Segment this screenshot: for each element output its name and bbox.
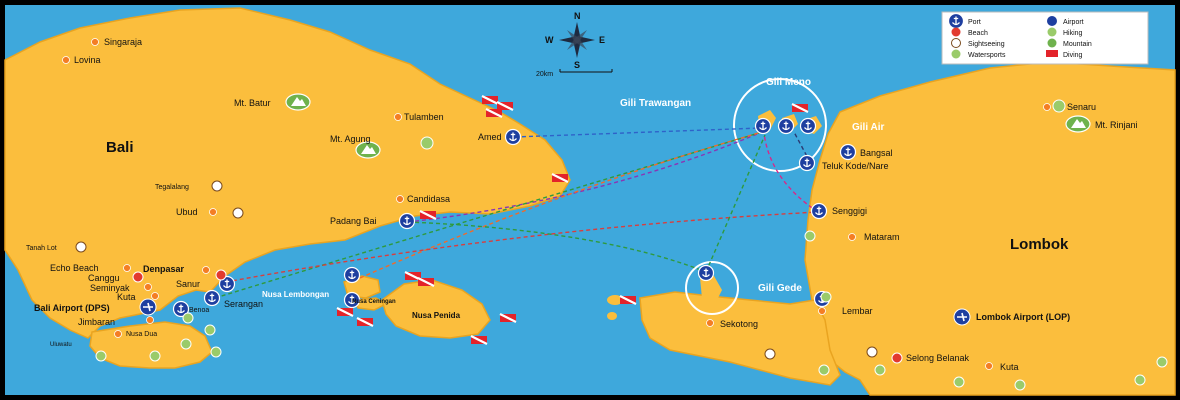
label-padang-bai: Padang Bai [330, 216, 377, 226]
legend-box [941, 11, 1149, 65]
route-padang-giligede [407, 221, 707, 273]
gili-highlight-circle [733, 78, 827, 172]
watersports-icon [95, 230, 1168, 391]
label-kuta-bali: Kuta [117, 292, 136, 302]
mountain-icon [285, 93, 311, 111]
label-candidasa: Candidasa [407, 194, 450, 204]
label-kuta-lombok: Kuta [1000, 362, 1019, 372]
label-benoa: Benoa [189, 307, 209, 314]
label-sekotong: Sekotong [720, 319, 758, 329]
compass-e: E [599, 35, 605, 45]
legend-hiking-icon [1047, 27, 1057, 37]
route-amed-gili [514, 127, 761, 138]
gili-gede-island [700, 276, 722, 302]
route-sanur-senggigi [225, 211, 819, 283]
compass-rose: N S E W [545, 11, 605, 70]
label-nusa-dua: Nusa Dua [126, 331, 157, 338]
legend-airport-icon [1047, 16, 1057, 26]
label-lovina: Lovina [74, 55, 101, 65]
route-lembongan-gili [359, 131, 763, 279]
legend-hiking: Hiking [1063, 30, 1083, 37]
label-singaraja: Singaraja [104, 37, 142, 47]
scale-bar [559, 69, 613, 73]
label-selong-belanak: Selong Belanak [906, 353, 970, 363]
legend-watersports-icon [951, 49, 961, 59]
legend-port: Port [968, 19, 981, 26]
route-serangan-gili [214, 131, 763, 299]
legend-airport: Airport [1063, 19, 1084, 26]
hiking-icon [420, 99, 1066, 150]
nusa-ceningan-island [355, 297, 388, 311]
label-canggu: Canggu [88, 273, 120, 283]
label-ubud: Ubud [176, 207, 198, 217]
gili-gede-label: Gili Gede [758, 283, 802, 294]
label-mt-batur: Mt. Batur [234, 98, 271, 108]
legend-beach-icon [951, 27, 961, 37]
label-echo-beach: Echo Beach [50, 263, 99, 273]
lombok-island [804, 61, 1176, 396]
camera-icon [75, 180, 878, 360]
plane-icon [953, 308, 971, 326]
label-senggigi: Senggigi [832, 206, 867, 216]
legend-sightseeing: Sightseeing [968, 41, 1005, 48]
compass-w: W [545, 35, 554, 45]
label-uluwatu: Uluwatu [50, 342, 72, 348]
gili-air-label: Gili Air [852, 122, 885, 133]
label-tulamben: Tulamben [404, 112, 444, 122]
label-seminyak: Seminyak [90, 283, 130, 293]
route-padang-gili [407, 131, 763, 223]
ferry-routes [214, 127, 819, 299]
legend-mountain-icon [1047, 38, 1057, 48]
islet [607, 312, 617, 320]
bukit-peninsula [89, 321, 213, 369]
label-jimbaran: Jimbaran [78, 317, 115, 327]
beach-icon [132, 269, 903, 364]
label-mt-rinjani: Mt. Rinjani [1095, 120, 1138, 130]
label-tanah-lot: Tanah Lot [26, 245, 57, 252]
label-senaru: Senaru [1067, 102, 1096, 112]
compass-n: N [574, 11, 581, 21]
legend-beach: Beach [968, 30, 988, 37]
legend-watersports: Watersports [968, 52, 1006, 59]
mountain-icon [355, 141, 381, 159]
route-senggigi-gili [763, 132, 819, 213]
label-bali-airport: Bali Airport (DPS) [34, 303, 110, 313]
scale-label: 20km [536, 71, 553, 78]
label-mataram: Mataram [864, 232, 900, 242]
label-amed: Amed [478, 132, 502, 142]
bali-label: Bali [106, 139, 134, 156]
label-serangan: Serangan [224, 299, 263, 309]
legend-diving: Diving [1063, 52, 1083, 59]
route-giligede-gili [705, 134, 766, 273]
sekotong-peninsula [639, 291, 841, 386]
label-sanur: Sanur [176, 279, 200, 289]
nusa-lembongan-label: Nusa Lembongan [262, 290, 329, 299]
gili-trawangan-label: Gili Trawangan [620, 98, 691, 109]
nusa-ceningan-label: Nusa Ceningan [352, 299, 396, 305]
legend-mountain: Mountain [1063, 41, 1092, 48]
label-lombok-airport: Lombok Airport (LOP) [976, 312, 1070, 322]
label-teluk-kode: Teluk Kode/Nare [822, 161, 889, 171]
label-lembar: Lembar [842, 306, 873, 316]
label-bangsal: Bangsal [860, 148, 893, 158]
label-tegalalang: Tegalalang [155, 184, 189, 191]
label-mt-agung: Mt. Agung [330, 134, 371, 144]
label-denpasar: Denpasar [143, 264, 185, 274]
gili-gede-highlight-circle [685, 261, 739, 315]
compass-s: S [574, 60, 580, 70]
route-bangsal-gili [793, 131, 811, 163]
plane-icon [139, 298, 157, 316]
mountain-icon [1065, 115, 1091, 133]
legend-diving-icon [1046, 50, 1058, 57]
islet [607, 295, 623, 305]
legend: Port Airport Beach Hiking Sightseeing Mo… [941, 11, 1149, 65]
nusa-penida-label: Nusa Penida [412, 311, 461, 320]
gili-meno-label: Gili Meno [766, 77, 811, 88]
lombok-label: Lombok [1010, 236, 1069, 253]
legend-sightseeing-icon [951, 38, 961, 48]
